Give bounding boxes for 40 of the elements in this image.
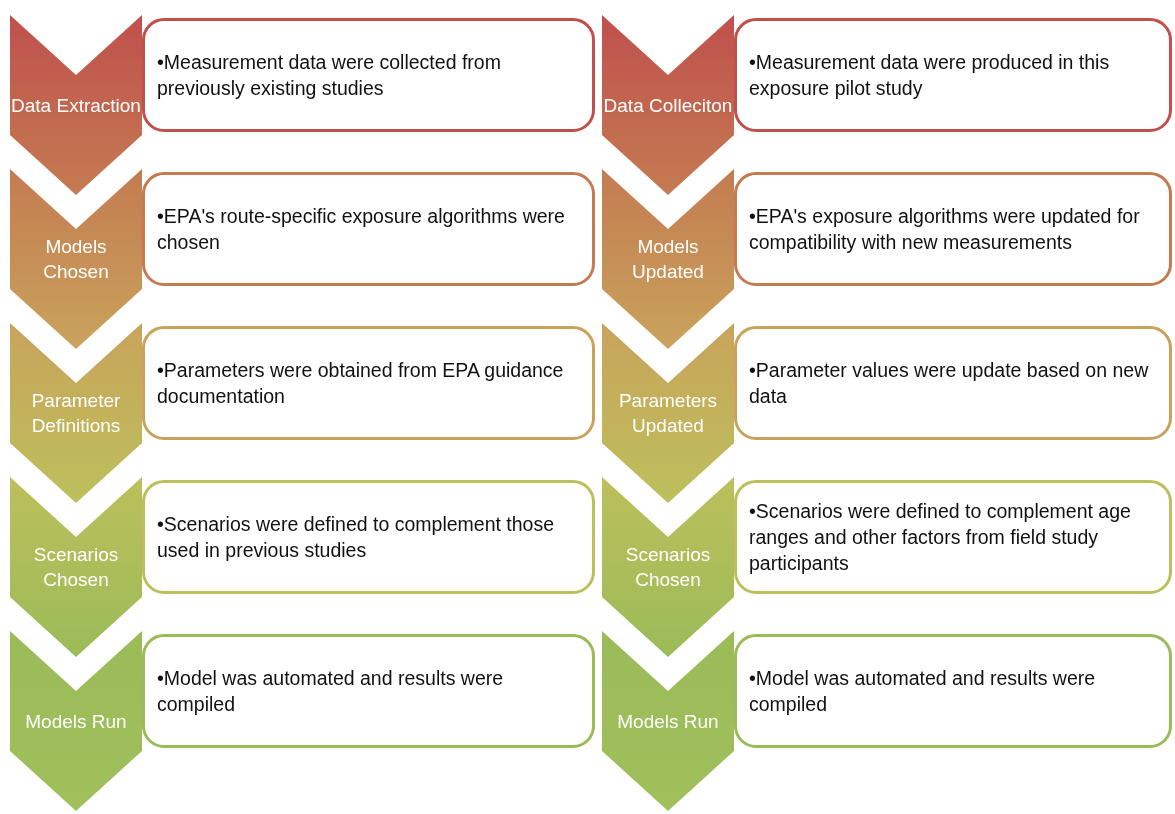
description-box — [142, 326, 595, 440]
chevron-shape — [602, 631, 734, 811]
chevron-shape — [10, 477, 142, 657]
chevron-shape — [10, 15, 142, 195]
step-label: Scenarios Chosen — [624, 543, 712, 592]
step-description: •Scenarios were defined to complement age ranges and other factors from field study participants — [749, 499, 1132, 576]
description-box — [734, 480, 1172, 594]
step-label: Scenarios Chosen — [32, 543, 120, 592]
description-box — [734, 18, 1172, 132]
description-box — [734, 172, 1172, 286]
step-label: Data Extraction — [10, 93, 142, 118]
description-box — [142, 18, 595, 132]
step-description: •Model was automated and results were compiled — [157, 666, 505, 717]
step-label: Models Run — [616, 709, 720, 734]
step-label: Models Run — [24, 709, 128, 734]
step-description: •Scenarios were defined to complement those used in previous studies — [157, 512, 556, 563]
step-label: Models Chosen — [42, 235, 110, 284]
step-description: •Measurement data were produced in this exposure pilot study — [749, 50, 1111, 101]
description-box — [142, 172, 595, 286]
description-box — [734, 326, 1172, 440]
chevron-shape — [10, 631, 142, 811]
chevron-shape — [602, 169, 734, 349]
chevron-shape — [602, 477, 734, 657]
step-description: •Model was automated and results were compiled — [749, 666, 1097, 717]
step-description: •Parameters were obtained from EPA guidance documentation — [157, 358, 565, 409]
chevron-shape — [602, 15, 734, 195]
description-box — [142, 480, 595, 594]
step-description: •EPA's exposure algorithms were updated for compatibility with new measurements — [749, 204, 1141, 255]
chevron-shape — [602, 323, 734, 503]
chevron-shape — [10, 323, 142, 503]
description-box — [734, 634, 1172, 748]
step-label: Parameters Updated — [617, 389, 719, 438]
description-box — [142, 634, 595, 748]
step-label: Models Updated — [631, 235, 705, 284]
step-description: •Parameter values were update based on new data — [749, 358, 1150, 409]
step-label: Data Colleciton — [602, 93, 734, 118]
step-label: Parameter Definitions — [30, 389, 122, 438]
chevron-shape — [10, 169, 142, 349]
step-description: •Measurement data were collected from previously existing studies — [157, 50, 502, 101]
step-description: •EPA's route-specific exposure algorithms were chosen — [157, 204, 566, 255]
